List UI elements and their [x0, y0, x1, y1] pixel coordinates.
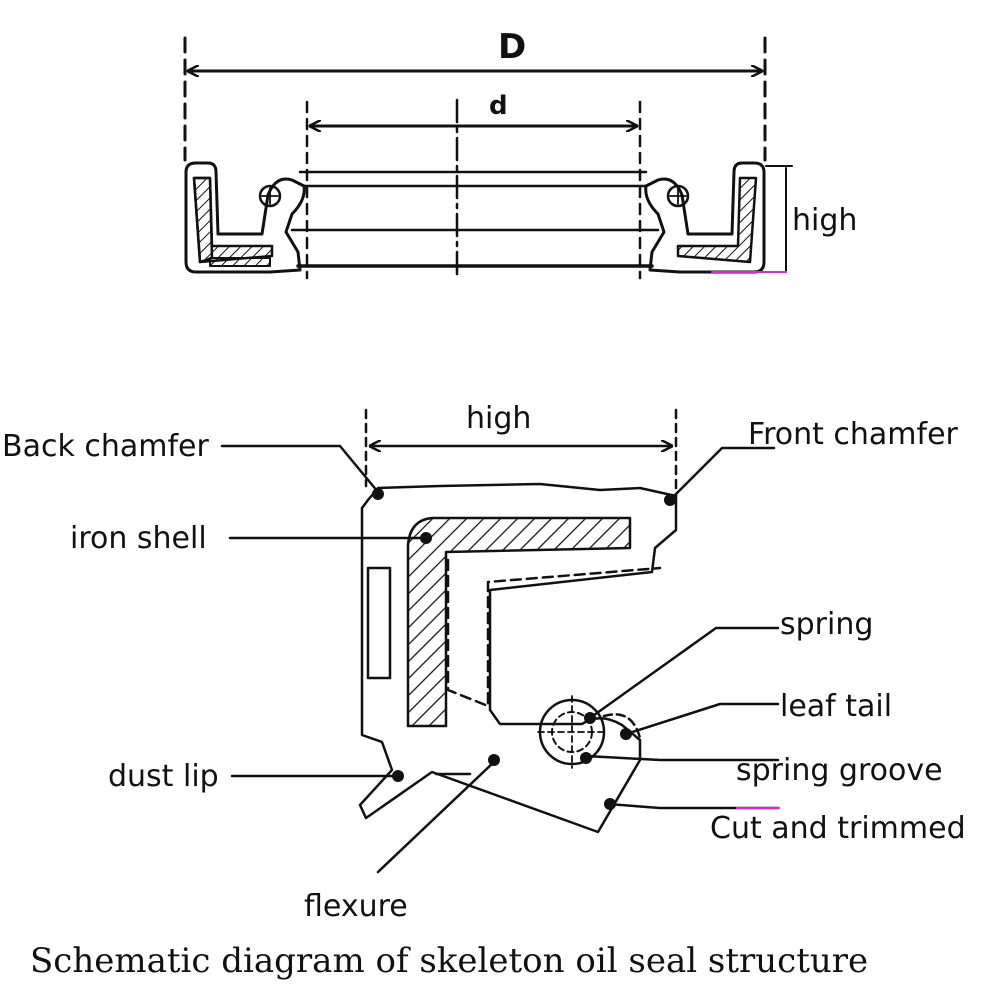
dot-flexure [488, 754, 500, 766]
iron-shell-hatched [406, 516, 632, 728]
label-iron-shell: iron shell [70, 521, 207, 556]
label-flexure: flexure [304, 889, 408, 924]
dot-iron-shell [420, 532, 432, 544]
elastomer-inner-contour [446, 558, 662, 708]
outer-diameter-label: D [498, 27, 526, 67]
diagram-caption: Schematic diagram of skeleton oil seal s… [30, 941, 868, 981]
top-cross-section-view [183, 36, 793, 282]
dot-front-chamfer [664, 494, 676, 506]
leader-front-chamfer [668, 446, 776, 502]
leader-dots [372, 488, 676, 810]
inner-diameter-label: d [489, 91, 508, 121]
detail-cross-section-view [220, 408, 780, 874]
dot-leaf-tail [620, 728, 632, 740]
dot-cut-and-trimmed [604, 798, 616, 810]
left-spring-icon [258, 184, 282, 208]
left-iron-shell-hatched [192, 176, 274, 264]
leaf-tail-lobe [602, 713, 642, 740]
leader-back-chamfer [220, 444, 380, 494]
left-shell-base [209, 257, 271, 267]
leader-flexure [376, 760, 496, 874]
dot-spring [584, 712, 596, 724]
right-spring-icon [666, 184, 690, 208]
top-height-label: high [792, 203, 857, 238]
dust-lip-recess [366, 566, 392, 680]
label-spring: spring [780, 607, 873, 642]
label-spring-groove: spring groove [736, 753, 943, 788]
label-front-chamfer: Front chamfer [748, 417, 959, 452]
leader-spring-groove [584, 754, 780, 762]
label-back-chamfer: Back chamfer [2, 429, 210, 464]
label-cut-and-trimmed: Cut and trimmed [710, 811, 966, 846]
right-iron-shell-hatched [676, 176, 758, 264]
dot-spring-groove [580, 752, 592, 764]
dot-back-chamfer [372, 488, 384, 500]
left-seal-outline [184, 161, 306, 274]
dot-dust-lip [392, 770, 404, 782]
leader-spring [588, 626, 780, 720]
label-dust-lip: dust lip [108, 759, 219, 794]
leader-leaf-tail [624, 702, 780, 736]
detail-height-label: high [466, 401, 531, 436]
label-leaf-tail: leaf tail [780, 689, 892, 724]
